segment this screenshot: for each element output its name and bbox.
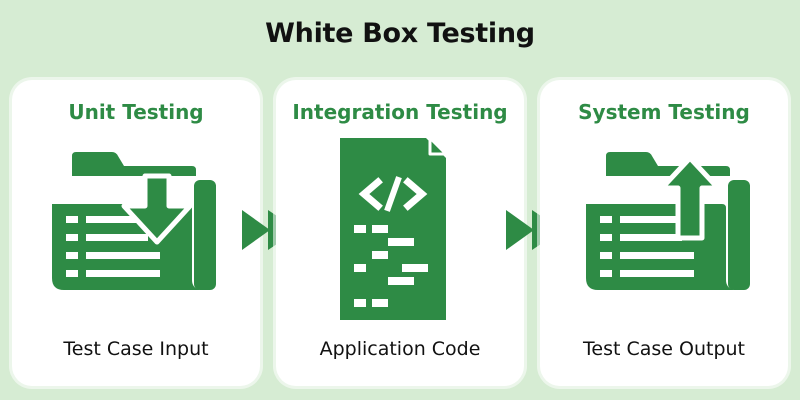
stage-caption: Application Code (319, 338, 481, 360)
stage-card-system-testing: System Testing Test Case Output (540, 80, 788, 386)
stage-card-integration-testing: Integration Testing Application Code (276, 80, 524, 386)
page-title: White Box Testing (265, 18, 535, 49)
folder-upload-icon (586, 152, 750, 290)
code-file-icon (340, 136, 448, 320)
stage-caption: Test Case Output (583, 338, 745, 360)
stage-card-unit-testing: Unit Testing Test Case Input (12, 80, 260, 386)
stage-title: Unit Testing (68, 100, 204, 124)
stage-caption: Test Case Input (63, 338, 209, 360)
folder-download-icon (52, 152, 216, 290)
stage-title: Integration Testing (292, 100, 508, 124)
stage-title: System Testing (578, 100, 750, 124)
